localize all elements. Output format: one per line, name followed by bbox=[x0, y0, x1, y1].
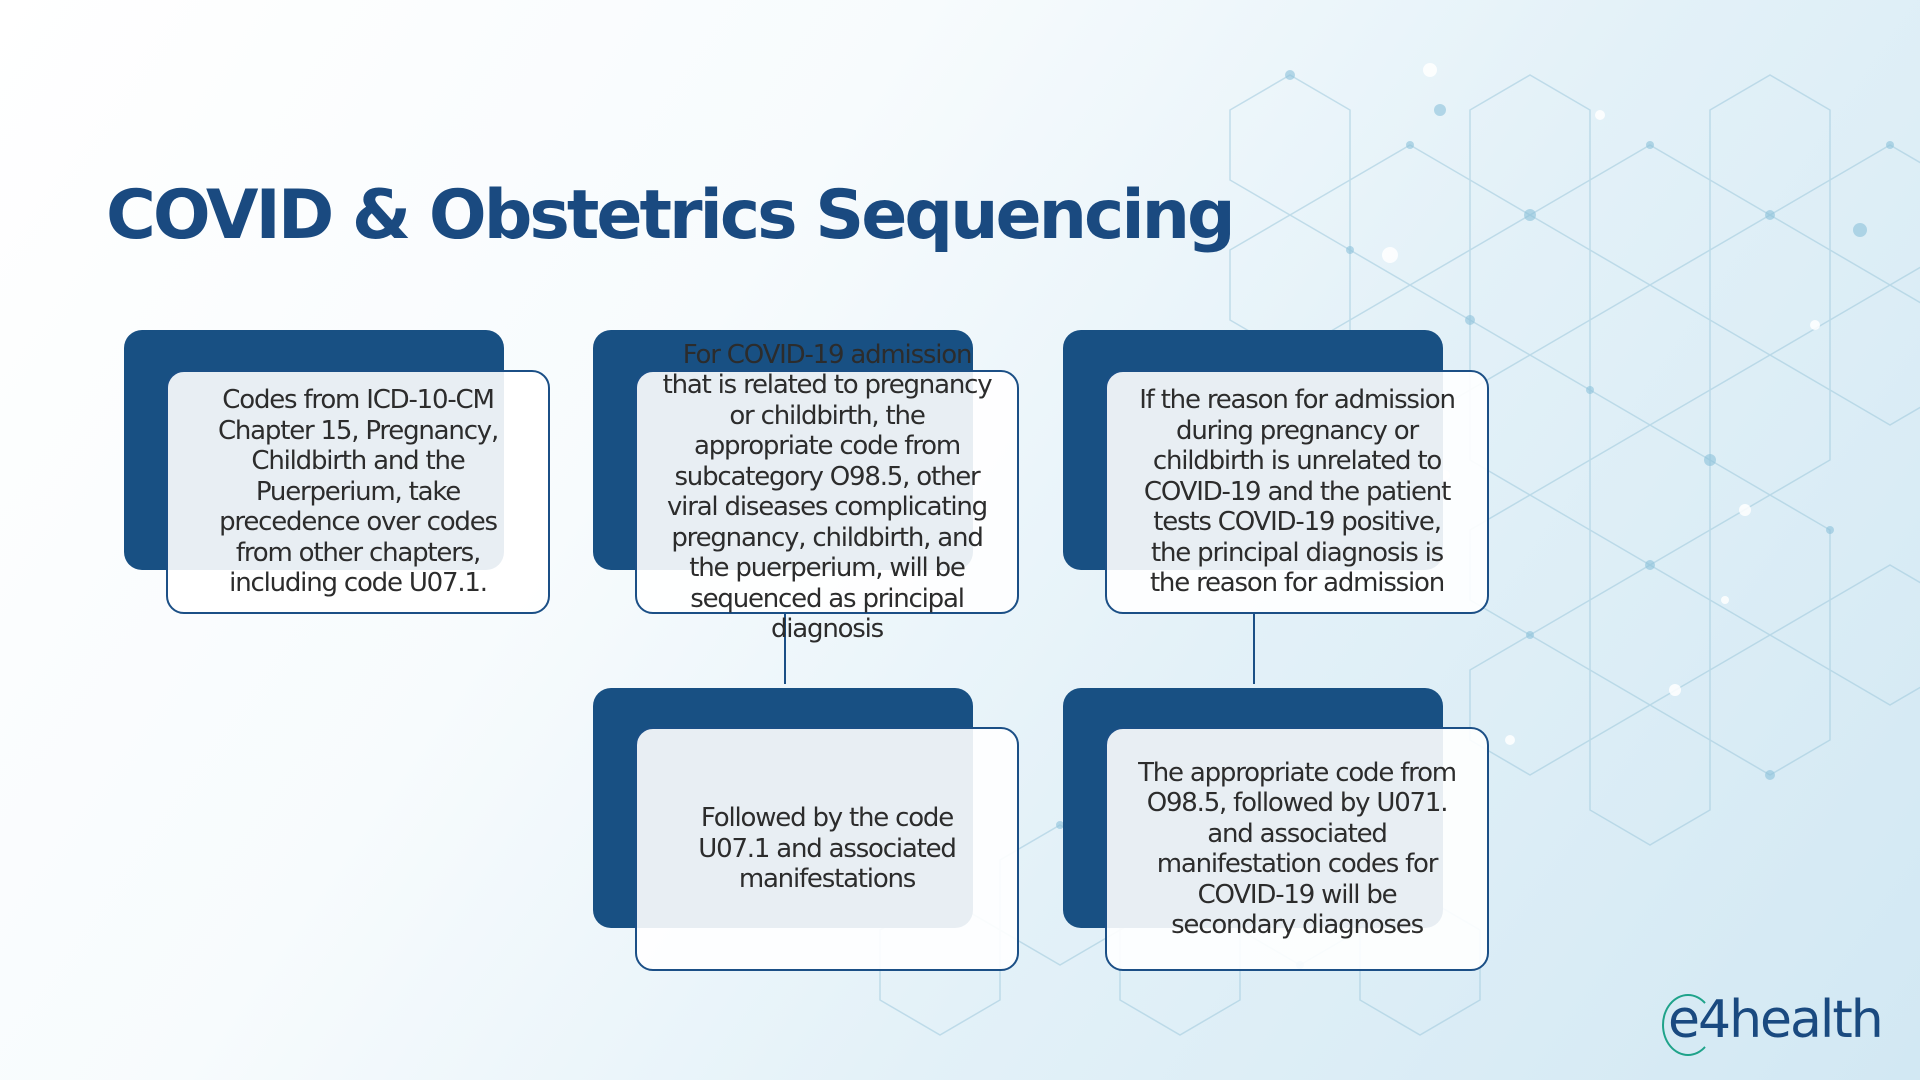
text-card-chapter-15-precedence: Codes from ICD-10-CM Chapter 15, Pregnan… bbox=[166, 370, 550, 614]
text-card-secondary-diagnoses: The appropriate code from O98.5, followe… bbox=[1105, 727, 1489, 971]
card-text: The appropriate code from O98.5, followe… bbox=[1138, 757, 1457, 941]
logo-ring-icon bbox=[1662, 994, 1714, 1056]
connector-line bbox=[784, 612, 786, 684]
card-text: Codes from ICD-10-CM Chapter 15, Pregnan… bbox=[217, 385, 499, 599]
slide-title: COVID & Obstetrics Sequencing bbox=[106, 176, 1236, 255]
e4health-logo: e4health bbox=[1662, 990, 1898, 1060]
text-card-unrelated-admission: If the reason for admission during pregn… bbox=[1105, 370, 1489, 614]
text-card-followed-by-u07-1: Followed by the code U07.1 and associate… bbox=[635, 727, 1019, 971]
connector-line bbox=[1253, 612, 1255, 684]
text-card-covid-related-admission: For COVID-19 admission that is related t… bbox=[635, 340, 1019, 644]
card-text: Followed by the code U07.1 and associate… bbox=[698, 803, 957, 895]
card-text: If the reason for admission during pregn… bbox=[1139, 385, 1456, 599]
card-text: For COVID-19 admission that is related t… bbox=[662, 339, 993, 645]
